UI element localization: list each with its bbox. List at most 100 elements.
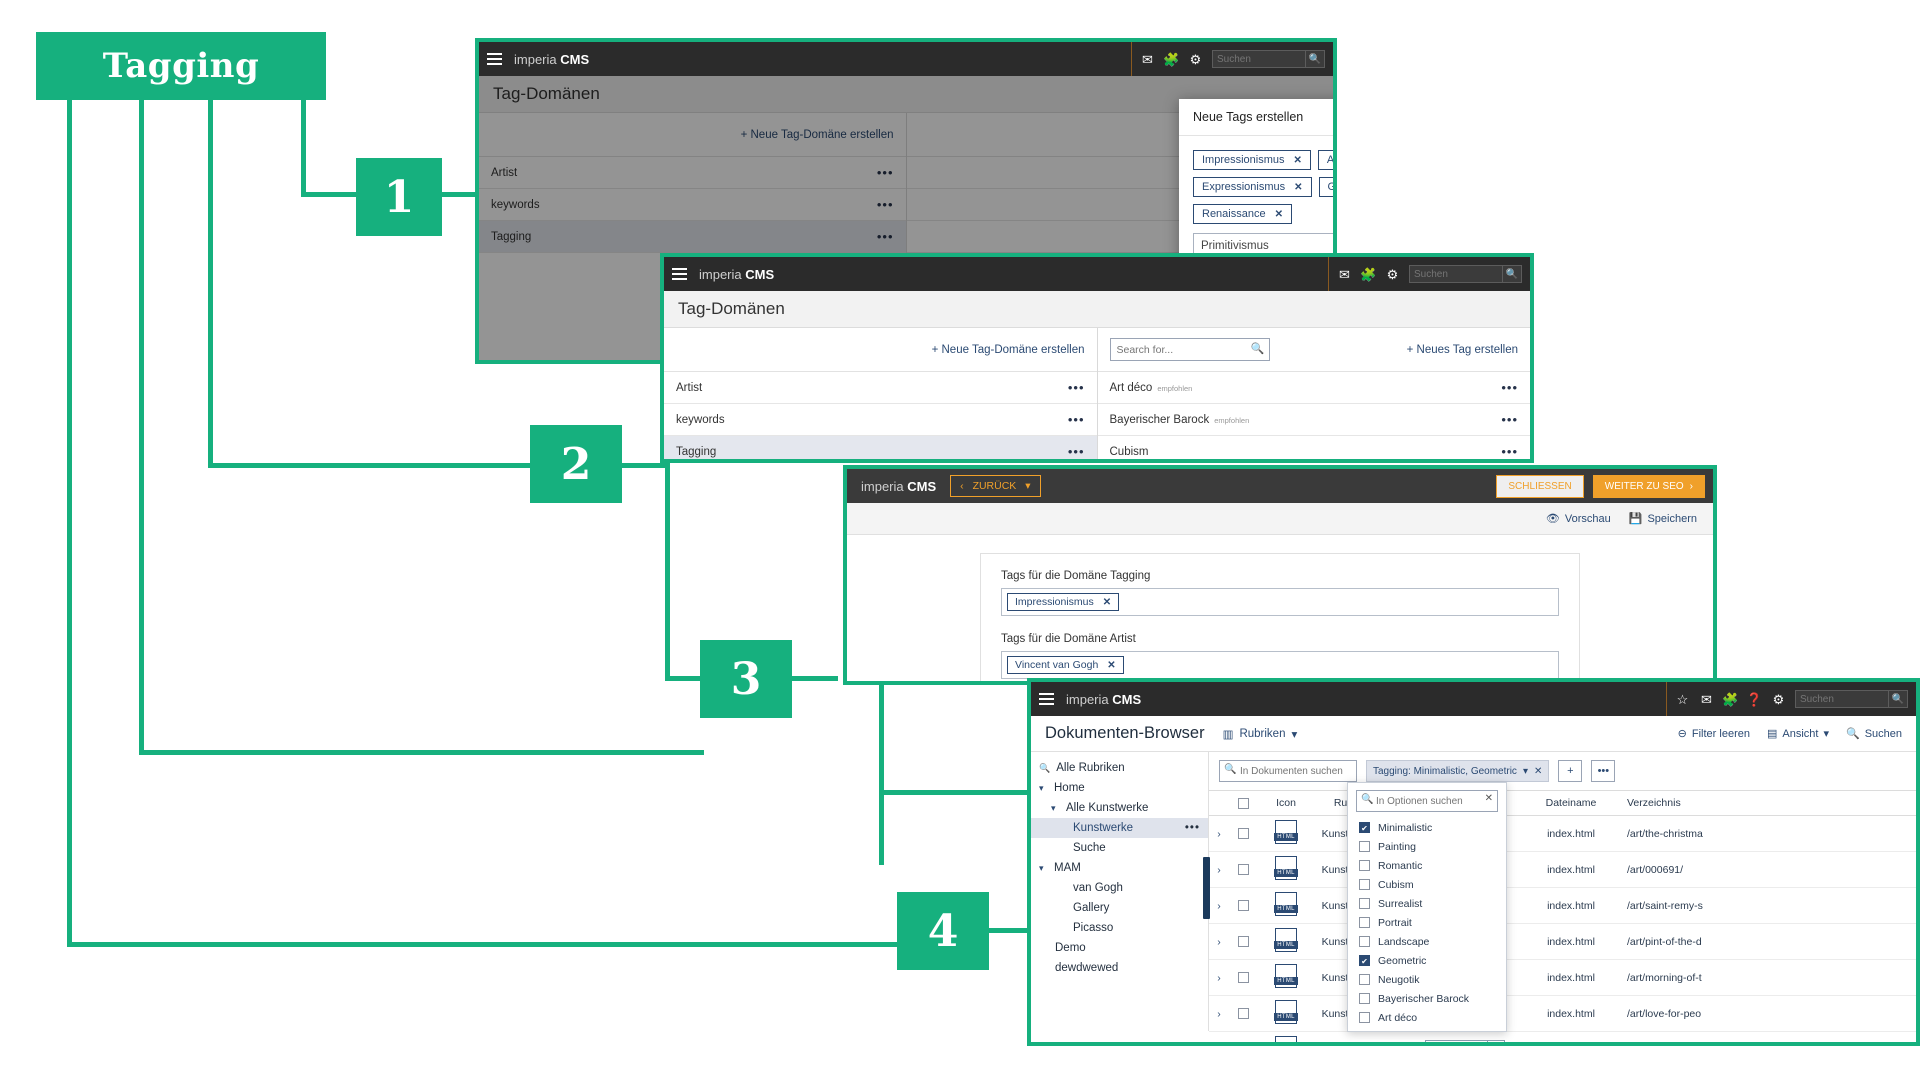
row-checkbox-cell[interactable] [1229, 959, 1257, 996]
global-search[interactable]: 🔍 [1409, 265, 1522, 283]
row-menu-icon[interactable]: ••• [1067, 444, 1085, 459]
search-input[interactable] [1212, 50, 1306, 68]
search-input[interactable] [1795, 690, 1889, 708]
gear-icon[interactable]: ⚙ [1386, 266, 1399, 282]
chevron-down-icon[interactable]: ▾ [1051, 802, 1056, 813]
row-checkbox[interactable] [1237, 972, 1249, 984]
dropdown-option[interactable]: ✔Minimalistic [1348, 818, 1506, 837]
tree-item-mam[interactable]: ▾MAM [1031, 858, 1208, 878]
mail-icon[interactable]: ✉ [1701, 691, 1712, 707]
remove-chip-icon[interactable]: ✕ [1107, 659, 1116, 671]
option-checkbox[interactable] [1359, 974, 1370, 985]
gear-icon[interactable]: ⚙ [1189, 51, 1202, 67]
add-filter-button[interactable]: + [1558, 760, 1583, 782]
view-button[interactable]: ▤Ansicht▾ [1767, 727, 1829, 741]
row-checkbox[interactable] [1237, 828, 1249, 840]
row-checkbox[interactable] [1237, 900, 1249, 912]
tree-item-alle-rubriken[interactable]: 🔍Alle Rubriken [1031, 758, 1208, 778]
row-actions[interactable]: Vorschau▾ [1405, 1031, 1525, 1042]
tree-item-suche[interactable]: Suche [1031, 838, 1208, 858]
search-button[interactable]: 🔍Suchen [1846, 727, 1902, 741]
document-search[interactable]: 🔍 [1219, 760, 1357, 782]
rubriken-dropdown[interactable]: ▥Rubriken▾ [1223, 727, 1298, 741]
document-search-input[interactable] [1219, 760, 1357, 782]
clear-filter-button[interactable]: ⊖Filter leeren [1678, 727, 1750, 741]
remove-chip-icon[interactable]: ✕ [1274, 208, 1283, 220]
mail-icon[interactable]: ✉ [1339, 266, 1350, 282]
tagging-filter-chip[interactable]: Tagging: Minimalistic, Geometric▾✕ [1366, 760, 1550, 782]
chevron-down-icon[interactable]: ▾ [1522, 765, 1528, 777]
table-row[interactable]: Artist••• [664, 372, 1097, 404]
row-menu-icon[interactable]: ••• [1067, 380, 1085, 395]
next-seo-button[interactable]: WEITER ZU SEO› [1592, 474, 1705, 498]
vorschau-button[interactable]: Vorschau▾ [1424, 1040, 1506, 1042]
remove-chip-icon[interactable]: ✕ [1294, 181, 1303, 193]
back-button[interactable]: ‹ ZURÜCK ▾ [950, 475, 1041, 497]
row-checkbox[interactable] [1238, 1044, 1249, 1046]
close-icon[interactable]: ✕ [1533, 765, 1543, 777]
row-checkbox-cell[interactable] [1229, 851, 1257, 888]
table-row[interactable]: Artist••• [479, 157, 906, 189]
tag-chip[interactable]: Vincent van Gogh✕ [1007, 656, 1124, 674]
tree-item-gallery[interactable]: Gallery [1031, 898, 1208, 918]
row-checkbox-cell[interactable] [1229, 815, 1257, 852]
puzzle-icon[interactable]: 🧩 [1360, 266, 1377, 282]
row-menu-icon[interactable]: ••• [1501, 412, 1518, 427]
search-icon[interactable]: 🔍 [1503, 265, 1522, 283]
expand-row-icon[interactable]: › [1209, 923, 1229, 960]
row-checkbox[interactable] [1237, 1008, 1249, 1020]
tag-chip[interactable]: Impressionismus✕ [1007, 593, 1120, 611]
option-checkbox[interactable] [1359, 917, 1370, 928]
options-search-input[interactable] [1356, 790, 1498, 812]
dropdown-option[interactable]: Bayerischer Barock [1348, 989, 1506, 1008]
dropdown-option[interactable]: Portrait [1348, 913, 1506, 932]
expand-row-icon[interactable]: › [1209, 851, 1229, 888]
create-domain-link[interactable]: + Neue Tag-Domäne erstellen [931, 343, 1085, 356]
row-menu-icon[interactable]: ••• [1501, 444, 1518, 459]
hamburger-menu-icon[interactable] [672, 268, 687, 280]
dropdown-option[interactable]: Neugotik [1348, 970, 1506, 989]
tag-chip[interactable]: Impressionismus✕ [1193, 150, 1311, 170]
select-all-checkbox[interactable] [1237, 797, 1249, 809]
tree-item-home[interactable]: ▾Home [1031, 778, 1208, 798]
remove-chip-icon[interactable]: ✕ [1293, 154, 1302, 166]
table-row[interactable]: ›HTMLKunstwerkeVorschau▾index.html/art/l… [1209, 1031, 1916, 1046]
panel-resize-handle[interactable] [1203, 857, 1210, 919]
dropdown-option[interactable]: Cubism [1348, 875, 1506, 894]
hamburger-menu-icon[interactable] [1039, 693, 1054, 705]
option-checkbox[interactable] [1359, 860, 1370, 871]
tag-search[interactable]: 🔍 [1109, 338, 1270, 361]
tree-item-picasso[interactable]: Picasso [1031, 918, 1208, 938]
expand-row-icon[interactable]: › [1209, 1031, 1229, 1042]
tag-chip[interactable]: Renaissance✕ [1193, 204, 1292, 224]
global-search[interactable]: 🔍 [1212, 50, 1325, 68]
create-domain-link[interactable]: + Neue Tag-Domäne erstellen [740, 128, 894, 141]
tag-field-tagging[interactable]: Impressionismus✕ [1001, 588, 1559, 616]
help-icon[interactable]: ❓ [1746, 691, 1763, 707]
row-menu-icon[interactable]: ••• [1067, 412, 1085, 427]
expand-row-icon[interactable]: › [1209, 887, 1229, 924]
mail-icon[interactable]: ✉ [1142, 51, 1153, 67]
row-menu-icon[interactable]: ••• [876, 165, 894, 180]
row-menu-icon[interactable]: ••• [876, 197, 894, 212]
table-row[interactable]: ›HTMLKunstwerkeVorschau▾index.html/art/p… [1209, 923, 1916, 960]
table-row[interactable]: ›HTMLKunstwerkeVorschau▾index.html/art/t… [1209, 815, 1916, 852]
table-row[interactable]: keywords••• [479, 189, 906, 221]
tree-item-kunstwerke[interactable]: Kunstwerke••• [1031, 818, 1208, 838]
preview-action[interactable]: 👁Vorschau [1546, 512, 1611, 526]
dropdown-option[interactable]: ✔Geometric [1348, 951, 1506, 970]
create-tag-link[interactable]: + Neues Tag erstellen [1406, 343, 1518, 356]
row-checkbox-cell[interactable] [1229, 923, 1257, 960]
dropdown-option[interactable]: Art déco [1348, 1008, 1506, 1027]
puzzle-icon[interactable]: 🧩 [1722, 691, 1739, 707]
table-row[interactable]: ›HTMLKunstwerkeVorschau▾index.html/art/0… [1209, 851, 1916, 888]
table-row[interactable]: Tagging••• [664, 436, 1097, 459]
row-menu-icon[interactable]: ••• [1184, 822, 1200, 834]
dropdown-option[interactable]: Painting [1348, 837, 1506, 856]
expand-row-icon[interactable]: › [1209, 959, 1229, 996]
option-checkbox[interactable]: ✔ [1359, 822, 1370, 833]
row-checkbox-cell[interactable] [1229, 995, 1257, 1032]
chevron-down-icon[interactable]: ▾ [1039, 782, 1044, 793]
global-search[interactable]: 🔍 [1795, 690, 1908, 708]
tree-item-demo[interactable]: Demo [1031, 938, 1208, 958]
